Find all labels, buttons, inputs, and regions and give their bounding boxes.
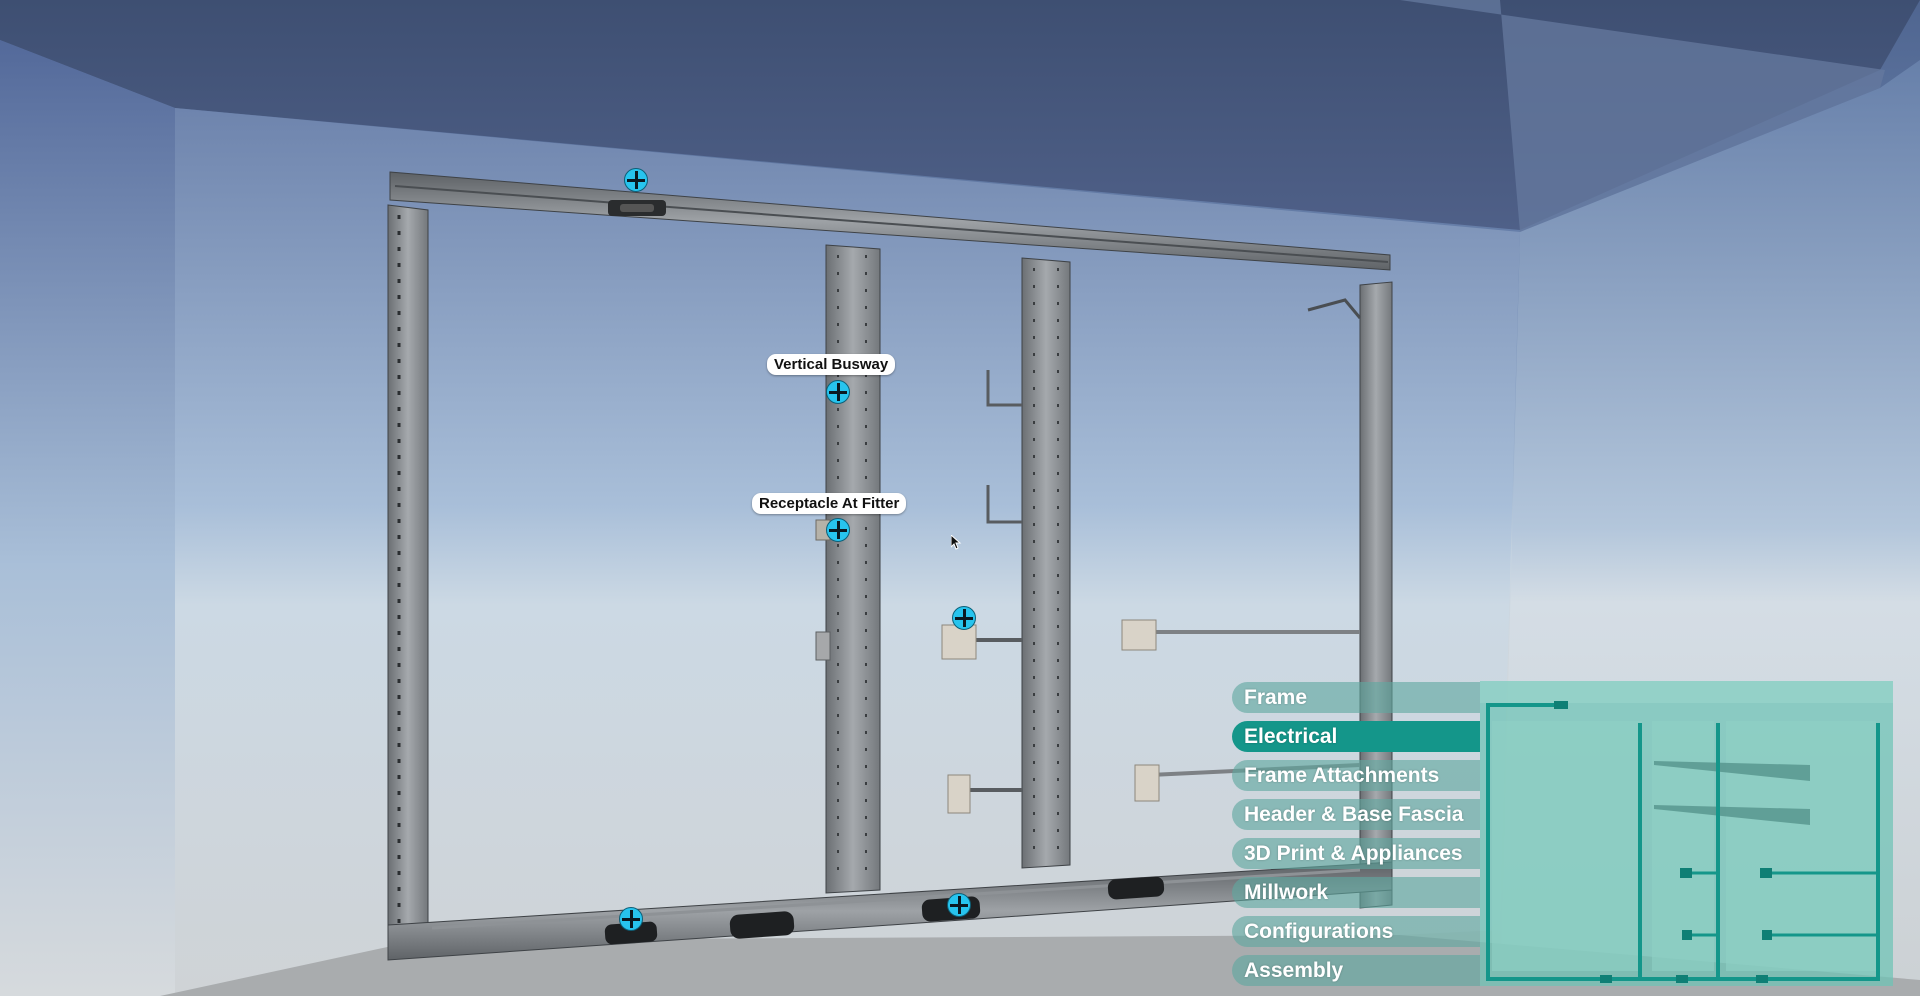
frame-left-post[interactable]: [387, 204, 429, 946]
minimap-node-base-1: [1600, 975, 1612, 983]
hotspot-receptacle-at-fitter[interactable]: [826, 518, 850, 542]
frame-header-beam[interactable]: [389, 171, 1391, 271]
conduit-upper-2: [986, 485, 1022, 524]
minimap-node-3[interactable]: [1682, 930, 1692, 940]
frame-header-line: [394, 185, 1389, 263]
base-power-module-1[interactable]: [604, 921, 658, 945]
minimap-node-base-3: [1756, 975, 1768, 983]
label-receptacle-at-fitter: Receptacle At Fitter: [752, 493, 907, 514]
receptacle-box-4[interactable]: [1134, 764, 1160, 802]
bracket: [1307, 298, 1362, 319]
base-conduit: [431, 868, 1361, 930]
menu-item-frame-attachments[interactable]: Frame Attachments: [1232, 760, 1480, 791]
minimap-trace-top: [1486, 703, 1560, 981]
menu-item-electrical[interactable]: Electrical: [1232, 721, 1480, 752]
base-power-module-2[interactable]: [729, 911, 795, 939]
minimap-node-2[interactable]: [1760, 868, 1772, 878]
minimap-panel-right[interactable]: [1726, 721, 1876, 971]
ceiling: [0, 0, 1920, 230]
conduit-upper-1: [986, 370, 1022, 407]
label-vertical-busway: Vertical Busway: [767, 354, 896, 375]
category-menu: Frame Electrical Frame Attachments Heade…: [1232, 682, 1480, 994]
menu-item-3d-print-appliances[interactable]: 3D Print & Appliances: [1232, 838, 1480, 869]
minimap-shelf-1: [1654, 761, 1810, 781]
menu-item-configurations[interactable]: Configurations: [1232, 916, 1480, 947]
receptacle-box-2[interactable]: [1121, 619, 1157, 651]
ceiling-edge: [1400, 0, 1885, 232]
left-wall: [0, 40, 175, 996]
hotspot-base-left[interactable]: [619, 907, 643, 931]
header-connector-slot: [620, 204, 654, 212]
menu-item-millwork[interactable]: Millwork: [1232, 877, 1480, 908]
menu-item-assembly[interactable]: Assembly: [1232, 955, 1480, 986]
mouse-cursor-icon: [951, 535, 962, 550]
receptacle-box-3[interactable]: [947, 774, 971, 814]
minimap-shelf-2: [1654, 805, 1810, 825]
minimap-node-top: [1554, 701, 1568, 709]
menu-item-frame[interactable]: Frame: [1232, 682, 1480, 713]
hotspot-base-center[interactable]: [947, 893, 971, 917]
menu-item-header-base-fascia[interactable]: Header & Base Fascia: [1232, 799, 1480, 830]
receptacle-box-1[interactable]: [941, 624, 977, 660]
frame-post-2[interactable]: [825, 244, 881, 894]
minimap-node-1[interactable]: [1680, 868, 1692, 878]
hotspot-header[interactable]: [624, 168, 648, 192]
minimap-node-base-2: [1676, 975, 1688, 983]
minimap-top-strip: [1480, 681, 1893, 703]
schematic-minimap[interactable]: [1480, 681, 1893, 986]
frame-post-3[interactable]: [1021, 257, 1071, 869]
minimap-node-4[interactable]: [1762, 930, 1772, 940]
hotspot-vertical-busway[interactable]: [826, 380, 850, 404]
hotspot-receptacle-box[interactable]: [952, 606, 976, 630]
busway-junction[interactable]: [815, 631, 831, 661]
base-power-module-4[interactable]: [1107, 876, 1165, 900]
minimap-panel-left[interactable]: [1492, 721, 1642, 971]
